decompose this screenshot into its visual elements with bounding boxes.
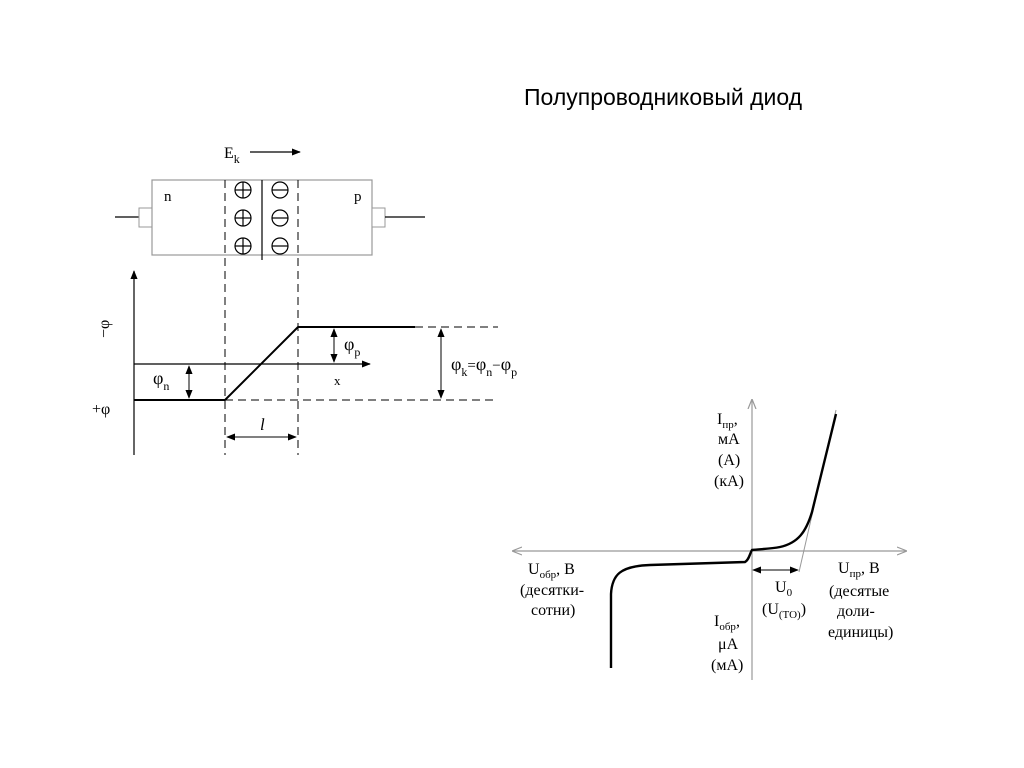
projection-lines <box>224 180 498 455</box>
forward-current-unit: мА <box>718 431 740 448</box>
reverse-voltage-range: (десятки- <box>520 582 584 599</box>
phi-n-label: φn <box>153 368 169 393</box>
forward-voltage-label: Uпр, В <box>838 560 880 580</box>
forward-voltage-range-3: единицы) <box>828 624 893 641</box>
reverse-current-unit-ma: (мА) <box>711 657 743 674</box>
plus-phi-label: +φ <box>92 401 110 418</box>
negative-ions <box>271 181 289 255</box>
reverse-voltage-range-2: сотни) <box>531 602 575 619</box>
minus-phi-label: −φ <box>96 320 113 338</box>
field-label: Ek <box>224 145 301 166</box>
reverse-current-unit: μA <box>718 636 739 653</box>
reverse-voltage-label: Uобр, В <box>528 561 575 581</box>
positive-ions <box>234 181 252 255</box>
width-label: l <box>260 415 265 434</box>
pn-junction: n p Ek <box>115 145 425 260</box>
potential-curve <box>134 326 415 401</box>
iv-characteristic: Iпр, мА (А) (кА) Uобр, В (десятки- сотни… <box>513 400 906 680</box>
potential-diagram: −φ +φ φn φp φk=φn−φp x l <box>92 180 517 455</box>
phi-p-label: φp <box>344 334 360 359</box>
u0-label: U0 <box>775 579 793 599</box>
forward-current-unit-a: (А) <box>718 452 740 469</box>
u-to-label: (U(TO)) <box>762 601 806 621</box>
forward-voltage-range-2: доли- <box>837 603 875 620</box>
x-axis-label: x <box>334 373 341 388</box>
iv-curve <box>609 413 838 668</box>
p-region-label: p <box>354 189 362 205</box>
forward-voltage-range: (десятые <box>829 583 889 600</box>
reverse-current-label: Iобр, <box>714 613 740 633</box>
phi-k-formula: φk=φn−φp <box>451 354 517 379</box>
forward-current-unit-ka: (кА) <box>714 473 744 490</box>
contact-left <box>138 207 153 228</box>
n-region-label: n <box>164 189 172 205</box>
svg-text:Ek: Ek <box>224 145 240 166</box>
page-title: Полупроводниковый диод <box>524 84 803 110</box>
contact-right <box>371 207 386 228</box>
forward-current-label: Iпр, <box>717 411 738 431</box>
